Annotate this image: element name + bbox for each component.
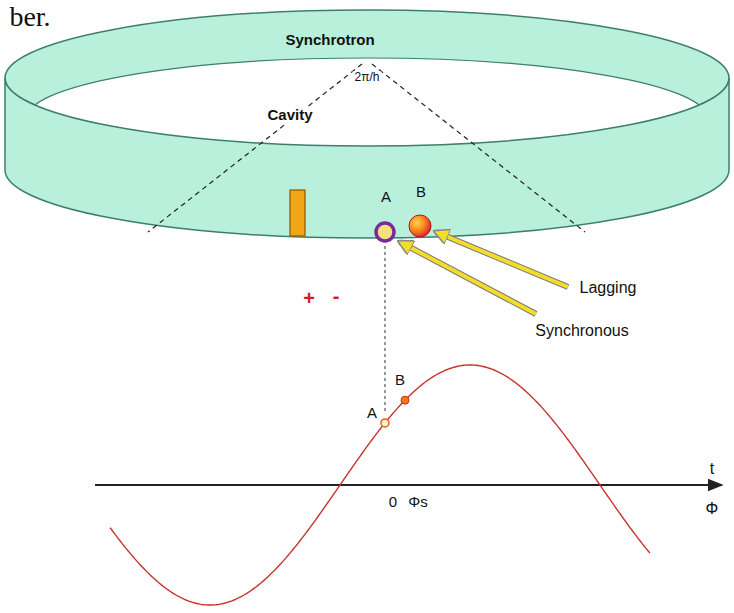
pointer-arrow-outline bbox=[436, 232, 568, 287]
label-holder: Synchronous bbox=[535, 322, 628, 340]
particle-label: B bbox=[416, 184, 426, 201]
label-holder: Cavity bbox=[265, 107, 314, 124]
angle-label: 2π/h bbox=[353, 71, 382, 84]
label-holder: t bbox=[710, 460, 714, 478]
particle-caption: Synchronous bbox=[535, 322, 628, 340]
label-holder: A bbox=[381, 189, 391, 206]
page-fragment: ber. bbox=[9, 2, 50, 33]
label-holder: ber. bbox=[9, 2, 50, 33]
rf-wave bbox=[110, 365, 650, 605]
polarity-sign: - bbox=[333, 285, 340, 307]
sector-line bbox=[148, 64, 362, 232]
label-holder: Lagging bbox=[580, 279, 637, 297]
label-holder: Φs bbox=[408, 494, 427, 511]
particle-caption: Lagging bbox=[580, 279, 637, 297]
cavity-block bbox=[290, 190, 305, 236]
label-holder: + bbox=[303, 287, 315, 309]
axis-tick-label: 0 bbox=[389, 494, 397, 511]
wave-point bbox=[401, 396, 409, 404]
drop-line bbox=[385, 246, 386, 412]
pointer-arrow bbox=[400, 242, 536, 314]
label-holder: B bbox=[395, 372, 405, 389]
time-axis bbox=[95, 484, 722, 486]
axis-label: t bbox=[710, 460, 714, 478]
pointer-arrow-outline bbox=[400, 242, 536, 314]
label-holder: 0 bbox=[389, 494, 397, 511]
ring-title-holder: Synchrotron bbox=[285, 32, 374, 49]
lagging-particle bbox=[409, 215, 431, 237]
sector-line bbox=[372, 64, 585, 232]
axis-tick-label: Φs bbox=[408, 494, 427, 511]
pointer-arrow bbox=[436, 232, 568, 287]
label-holder: 2π/h bbox=[353, 71, 382, 84]
synchrotron-ring: Synchrotron bbox=[0, 0, 734, 250]
wave-point bbox=[381, 419, 389, 427]
cavity-label: Cavity bbox=[265, 107, 314, 124]
particle-label: A bbox=[381, 189, 391, 206]
ring-front-band bbox=[5, 78, 729, 238]
axis-label: Φ bbox=[706, 500, 719, 518]
label-holder: A bbox=[367, 405, 377, 422]
point-label: A bbox=[367, 405, 377, 422]
synchronous-particle bbox=[376, 223, 394, 241]
ring-title: Synchrotron bbox=[285, 32, 374, 49]
label-holder: B bbox=[416, 184, 426, 201]
label-holder: - bbox=[333, 285, 340, 307]
polarity-sign: + bbox=[303, 287, 315, 309]
label-holder: Φ bbox=[706, 500, 719, 518]
point-label: B bbox=[395, 372, 405, 389]
